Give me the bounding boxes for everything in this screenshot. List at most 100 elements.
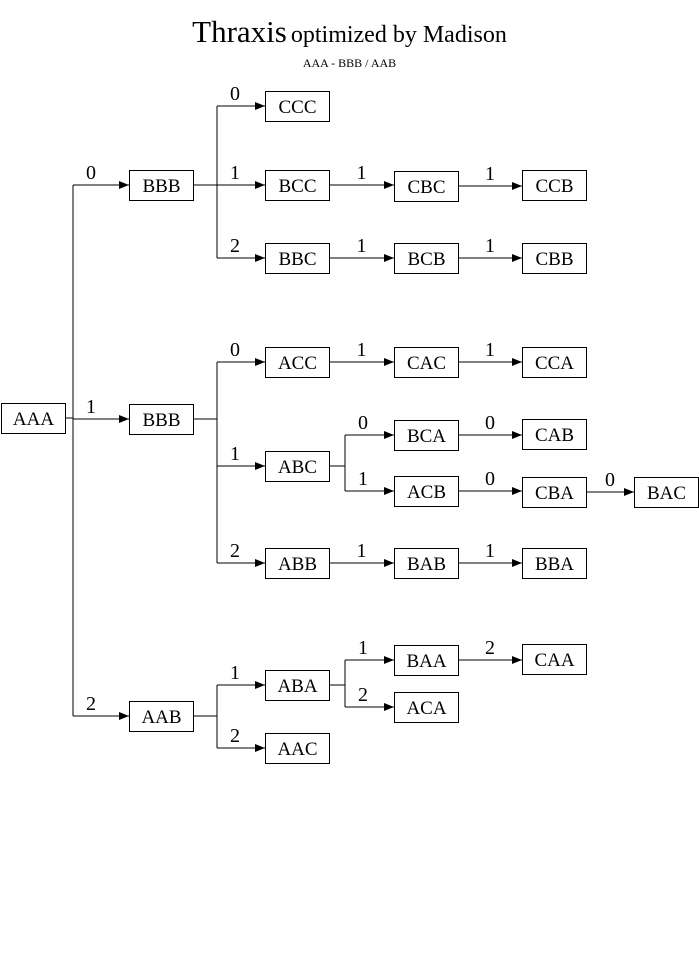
nodes-layer: AAA BBB BBB AAB CCC BCC CBC CCB BBC BCB CBB ACC CAC C…: [1, 91, 699, 764]
node-box: [522, 347, 587, 378]
node-label: BBC: [278, 249, 316, 270]
edge-label: 2: [485, 637, 495, 659]
edge-label: 0: [485, 468, 495, 490]
node-label: ABA: [277, 676, 317, 697]
node-box: [394, 548, 459, 579]
diagram-title: Thraxis optimized by Madison: [0, 14, 699, 50]
node-label: CBC: [407, 177, 445, 198]
node-box: [265, 170, 330, 201]
node-label: BCC: [278, 176, 316, 197]
edge-label: 2: [230, 540, 240, 562]
node-box: [129, 404, 194, 435]
node-abc: ABC: [265, 451, 330, 482]
node-box: [265, 451, 330, 482]
edge-label: 2: [230, 235, 240, 257]
node-bac: BAC: [634, 477, 699, 508]
node-label: ABC: [278, 457, 317, 478]
edge-label: 0: [230, 83, 240, 105]
node-box: [522, 419, 587, 450]
edge-label: 1: [485, 163, 495, 185]
node-label: ABB: [278, 554, 317, 575]
node-box: [522, 243, 587, 274]
edge-label: 1: [86, 396, 96, 418]
node-cba: CBA: [522, 477, 587, 508]
node-bab: BAB: [394, 548, 459, 579]
node-label: CCA: [535, 353, 574, 374]
node-aca: ACA: [394, 692, 459, 723]
node-box: [129, 170, 194, 201]
node-box: [265, 91, 330, 122]
node-box: [265, 347, 330, 378]
node-box: [522, 477, 587, 508]
node-label: BAB: [407, 554, 446, 575]
node-bbb_1: BBB: [129, 404, 194, 435]
edge-label: 0: [358, 412, 368, 434]
node-box: [634, 477, 699, 508]
node-cbc: CBC: [394, 171, 459, 202]
node-label: AAC: [277, 739, 317, 760]
edge-label: 0: [230, 339, 240, 361]
node-label: CBA: [535, 483, 574, 504]
node-label: CCC: [278, 97, 316, 118]
edge-label: 2: [230, 725, 240, 747]
node-label: CAC: [407, 353, 446, 374]
node-box: [394, 243, 459, 274]
edge-label: 1: [230, 662, 240, 684]
edge-label: 0: [485, 412, 495, 434]
node-baa: BAA: [394, 645, 459, 676]
node-cac: CAC: [394, 347, 459, 378]
edge-label: 0: [86, 162, 96, 184]
node-label: AAB: [141, 707, 181, 728]
node-box: [394, 476, 459, 507]
edge-label: 1: [485, 235, 495, 257]
title-suffix: optimized by Madison: [290, 22, 507, 48]
node-label: CAA: [534, 650, 574, 671]
node-box: [265, 670, 330, 701]
node-cab: CAB: [522, 419, 587, 450]
node-box: [1, 403, 66, 434]
node-aac: AAC: [265, 733, 330, 764]
node-box: [394, 347, 459, 378]
node-aaa: AAA: [1, 403, 66, 434]
node-label: CCB: [535, 176, 573, 197]
node-box: [129, 701, 194, 732]
node-cca: CCA: [522, 347, 587, 378]
node-bbc: BBC: [265, 243, 330, 274]
node-aba: ABA: [265, 670, 330, 701]
node-label: ACA: [406, 698, 446, 719]
node-ccc: CCC: [265, 91, 330, 122]
node-box: [522, 170, 587, 201]
node-acb: ACB: [394, 476, 459, 507]
node-label: BBB: [142, 176, 180, 197]
node-box: [394, 692, 459, 723]
title-text: Thraxis: [192, 14, 287, 49]
edge-label: 1: [357, 540, 367, 562]
node-label: CBB: [535, 249, 573, 270]
edge-label: 2: [86, 693, 96, 715]
node-label: BCB: [407, 249, 445, 270]
node-box: [394, 420, 459, 451]
edge-label: 1: [485, 339, 495, 361]
node-ccb: CCB: [522, 170, 587, 201]
node-label: BAC: [647, 483, 686, 504]
edge-label: 1: [230, 443, 240, 465]
node-label: BBB: [142, 410, 180, 431]
node-bcc: BCC: [265, 170, 330, 201]
edge-label: 1: [357, 339, 367, 361]
node-label: CAB: [535, 425, 574, 446]
edge-label: 1: [357, 162, 367, 184]
node-box: [394, 171, 459, 202]
node-caa: CAA: [522, 644, 587, 675]
node-label: ACB: [407, 482, 446, 503]
edge-label: 1: [485, 540, 495, 562]
node-bba: BBA: [522, 548, 587, 579]
node-label: AAA: [13, 409, 54, 430]
diagram-subtitle: AAA - BBB / AAB: [302, 56, 397, 70]
node-box: [265, 243, 330, 274]
node-cbb: CBB: [522, 243, 587, 274]
edge-label: 1: [358, 468, 368, 490]
node-abb: ABB: [265, 548, 330, 579]
node-label: ACC: [278, 353, 317, 374]
